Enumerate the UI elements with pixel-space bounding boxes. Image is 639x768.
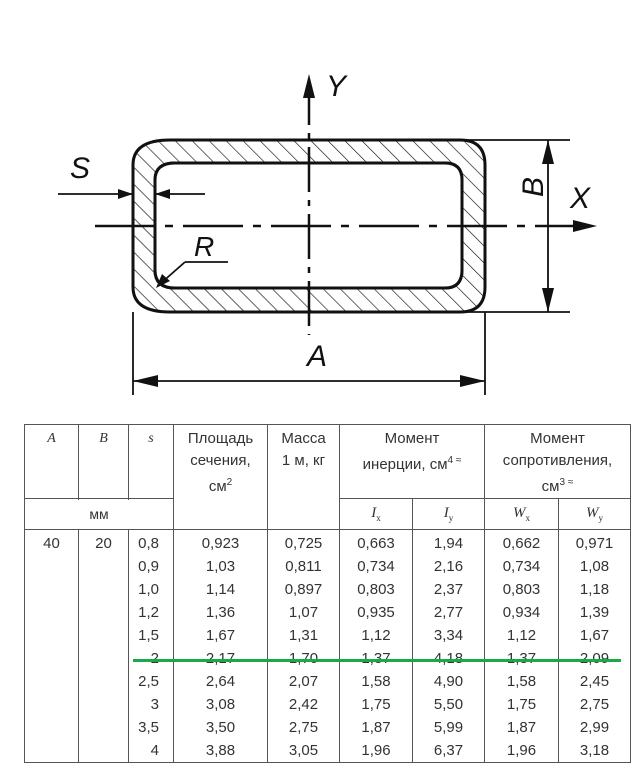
col-s-header: s: [128, 424, 174, 499]
col-wx-header: Wx: [484, 498, 559, 530]
highlight-line: [133, 659, 621, 662]
col-ix-header: Ix: [339, 498, 413, 530]
label-y: Y: [326, 70, 348, 103]
tube-cross-section-drawing: Y X S R A B: [58, 70, 597, 395]
label-b: B: [517, 177, 550, 197]
col-wy-header: Wy: [558, 498, 631, 530]
col-iy-header: Iy: [412, 498, 485, 530]
col-mass-header: Масса 1 м, кг: [267, 424, 340, 530]
col-a-header: A: [24, 424, 79, 499]
label-a: A: [305, 340, 327, 373]
col-area-header: Площадь сечения, см2: [173, 424, 268, 530]
unit-mm: мм: [24, 498, 174, 530]
tube-specs-table: A B s Площадь сечения, см2 Масса 1 м, кг…: [24, 424, 631, 763]
label-s: S: [70, 152, 90, 185]
x-axis-arrow-icon: [573, 220, 597, 232]
col-resist-header: Момент сопротивления, см3 ≈: [484, 424, 631, 499]
col-b-header: B: [78, 424, 129, 499]
col-inertia-header: Момент инерции, см4 ≈: [339, 424, 485, 499]
label-r: R: [194, 231, 214, 262]
table-row: 22,171,701,374,181,372,09: [24, 647, 631, 670]
y-axis-arrow-icon: [303, 74, 315, 98]
label-x: X: [569, 182, 591, 215]
